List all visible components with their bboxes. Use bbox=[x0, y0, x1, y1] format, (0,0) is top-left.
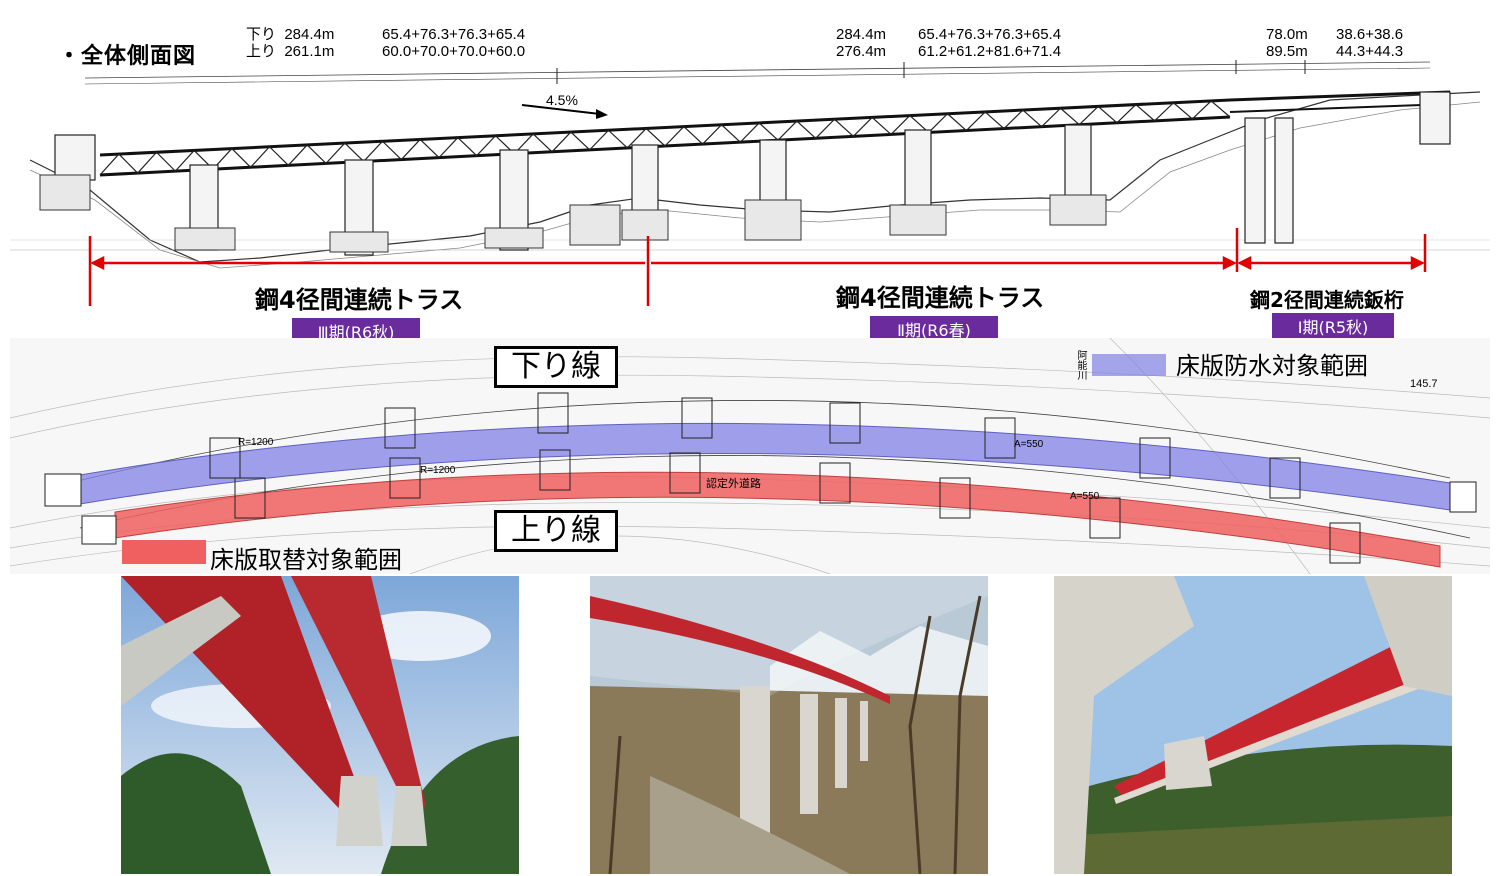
legend-replace: 床版取替対象範囲 bbox=[210, 546, 402, 574]
slope-label: 4.5% bbox=[546, 92, 578, 108]
length-a-up: 上り 261.1m bbox=[246, 43, 335, 60]
annot-elevation: 145.7 bbox=[1410, 378, 1438, 390]
spans-b-down: 65.4+76.3+76.3+65.4 bbox=[918, 26, 1062, 43]
structure-label-2: 鋼4径間連続トラス bbox=[836, 284, 1045, 312]
length-b-up: 276.4m bbox=[836, 43, 887, 60]
spans-c-up: 44.3+44.3 bbox=[1336, 43, 1404, 60]
plan-view-svg bbox=[10, 338, 1490, 574]
length-c-up: 89.5m bbox=[1266, 43, 1308, 60]
spans-a-up: 60.0+70.0+70.0+60.0 bbox=[382, 43, 526, 60]
structure-label-3: 鋼4径間連続トラス bbox=[255, 286, 464, 314]
plan-view-drawing bbox=[10, 338, 1490, 574]
photo-bridge-valley bbox=[590, 576, 988, 874]
length-b-down: 284.4m bbox=[836, 26, 887, 43]
side-view-drawing bbox=[0, 0, 1500, 320]
length-a-down: 下り 284.4m bbox=[246, 26, 335, 43]
legend-waterproof: 床版防水対象範囲 bbox=[1176, 352, 1368, 380]
side-view-heading: ・全体側面図 bbox=[58, 44, 197, 69]
spans-c-down: 38.6+38.6 bbox=[1336, 26, 1404, 43]
structure-label-1: 鋼2径間連続鈑桁 bbox=[1250, 288, 1404, 312]
annot-r-down: R=1200 bbox=[238, 437, 274, 448]
photo-bridge-from-below bbox=[121, 576, 519, 874]
side-view-svg bbox=[10, 60, 1490, 306]
annot-r-up: R=1200 bbox=[420, 465, 456, 476]
annot-road: 認定外道路 bbox=[706, 478, 761, 490]
spans-b-up: 61.2+61.2+81.6+71.4 bbox=[918, 43, 1062, 60]
down-line-label: 下り線 bbox=[494, 346, 618, 388]
annot-a-down: A=550 bbox=[1014, 439, 1044, 450]
annot-a-up: A=550 bbox=[1070, 491, 1100, 502]
spans-a-down: 65.4+76.3+76.3+65.4 bbox=[382, 26, 526, 43]
photo-bridge-girder bbox=[1054, 576, 1452, 874]
annot-river: 阿能川 bbox=[1075, 350, 1086, 380]
length-c-down: 78.0m bbox=[1266, 26, 1308, 43]
up-line-label: 上り線 bbox=[494, 510, 618, 552]
